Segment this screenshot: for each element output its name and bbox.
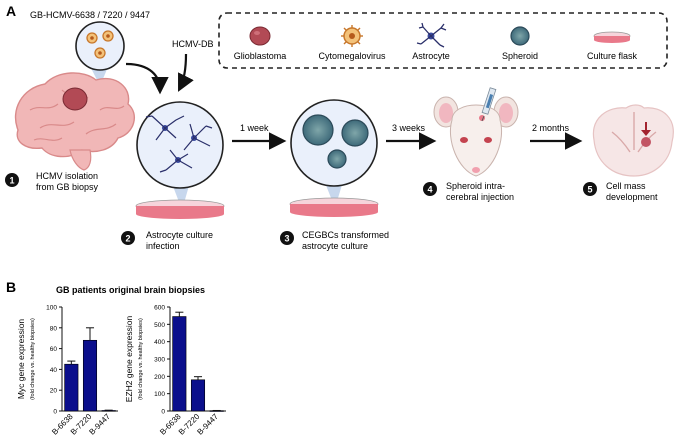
step-4-line1: Spheroid intra-: [446, 181, 505, 191]
ezh2-y-tick-label: 100: [154, 391, 165, 398]
step-2-line2: infection: [146, 241, 180, 251]
panel-a-label: A: [6, 3, 16, 19]
ezh2-y-sublabel: (fold change vs. healthy biopsies): [138, 318, 144, 400]
legend-label-glioblastoma: Glioblastoma: [234, 51, 287, 61]
ezh2-y-label: EZH2 gene expression: [124, 315, 134, 402]
myc-y-tick-label: 80: [50, 325, 58, 332]
myc-bar: [82, 339, 98, 412]
cytomegalovirus-icon: [102, 30, 114, 42]
astrocyte-culture-dish: [135, 101, 225, 219]
step-4-badge: [423, 182, 437, 196]
step-5-line2: development: [606, 192, 658, 202]
duration-1: 1 week: [240, 123, 269, 133]
myc-y-tick-label: 20: [50, 388, 58, 395]
glioblastoma-icon: [62, 87, 88, 111]
step-1-line1: HCMV isolation: [36, 171, 98, 181]
brain-with-tumor: [14, 72, 136, 171]
ezh2-chart: 0100200300400500600B-6638B-7220B-9447EZH…: [124, 305, 226, 437]
myc-category-label: B-9447: [87, 412, 112, 437]
ezh2-bar: [190, 379, 206, 412]
astrocyte-icon: [183, 123, 213, 151]
step-4-line2: cerebral injection: [446, 192, 514, 202]
legend-label-cytomegalovirus: Cytomegalovirus: [318, 51, 386, 61]
spheroid-icon: [327, 149, 347, 169]
panel-b-title: GB patients original brain biopsies: [56, 285, 205, 295]
cytomegalovirus-icon: [94, 47, 106, 59]
astrocyte-icon: [145, 115, 185, 141]
step-3-line2: astrocyte culture: [302, 241, 368, 251]
astrocyte-icon: [416, 22, 447, 48]
myc-y-tick-label: 0: [53, 409, 57, 416]
spheroid-icon: [302, 114, 334, 146]
source-label: GB-HCMV-6638 / 7220 / 9447: [30, 10, 150, 20]
arrow-db-to-culture: [178, 53, 194, 92]
step-5-line1: Cell mass: [606, 181, 646, 191]
glioblastoma-icon: [641, 137, 651, 147]
cytomegalovirus-icon: [86, 32, 98, 44]
myc-y-tick-label: 100: [46, 305, 57, 312]
duration-2: 3 weeks: [392, 123, 426, 133]
brain-section: [592, 104, 674, 177]
legend-label-culture-flask: Culture flask: [587, 51, 638, 61]
legend-box: [218, 12, 668, 69]
step-1-badge: [5, 173, 19, 187]
cytomegalovirus-icon: [341, 25, 363, 47]
spheroid-icon: [341, 119, 369, 147]
virus-bubble: [75, 21, 125, 86]
step-3-number: 3: [284, 234, 289, 244]
ezh2-y-tick-label: 200: [154, 374, 165, 381]
ezh2-y-tick-label: 0: [161, 409, 165, 416]
myc-bar: [64, 363, 79, 412]
myc-y-tick-label: 60: [50, 346, 58, 353]
ezh2-y-tick-label: 600: [154, 305, 165, 312]
myc-y-sublabel: (fold change vs. healthy biopsies): [30, 318, 36, 400]
legend-label-spheroid: Spheroid: [502, 51, 538, 61]
arrow-virus-to-culture: [125, 62, 169, 95]
ezh2-y-tick-label: 300: [154, 357, 165, 364]
ezh2-category-label: B-9447: [195, 412, 220, 437]
myc-y-tick-label: 40: [50, 367, 58, 374]
step-3-badge: [280, 231, 294, 245]
db-label: HCMV-DB: [172, 39, 214, 49]
ezh2-bar: [172, 316, 187, 412]
culture-flask-icon: [593, 31, 631, 43]
spheroid-icon: [510, 26, 530, 46]
step-5-number: 5: [587, 185, 592, 195]
myc-y-label: Myc gene expression: [16, 319, 26, 400]
step-2-line1: Astrocyte culture: [146, 230, 213, 240]
mouse-injection: [433, 87, 519, 177]
astrocyte-icon: [159, 149, 193, 173]
legend-label-astrocyte: Astrocyte: [412, 51, 450, 61]
step-2-badge: [121, 231, 135, 245]
legend: Glioblastoma Cytomegalovirus Astrocyte: [218, 12, 668, 69]
step-5-badge: [583, 182, 597, 196]
step-4-number: 4: [427, 185, 432, 195]
duration-3: 2 months: [532, 123, 570, 133]
step-3-line1: CEGBCs transformed: [302, 230, 389, 240]
ezh2-y-tick-label: 400: [154, 339, 165, 346]
step-1-number: 1: [9, 176, 14, 186]
step-2-number: 2: [125, 234, 130, 244]
ezh2-y-tick-label: 500: [154, 322, 165, 329]
glioblastoma-icon: [249, 26, 271, 46]
step-1-line2: from GB biopsy: [36, 182, 99, 192]
panel-b-label: B: [6, 279, 16, 295]
spheroid-culture-dish: [289, 99, 379, 217]
